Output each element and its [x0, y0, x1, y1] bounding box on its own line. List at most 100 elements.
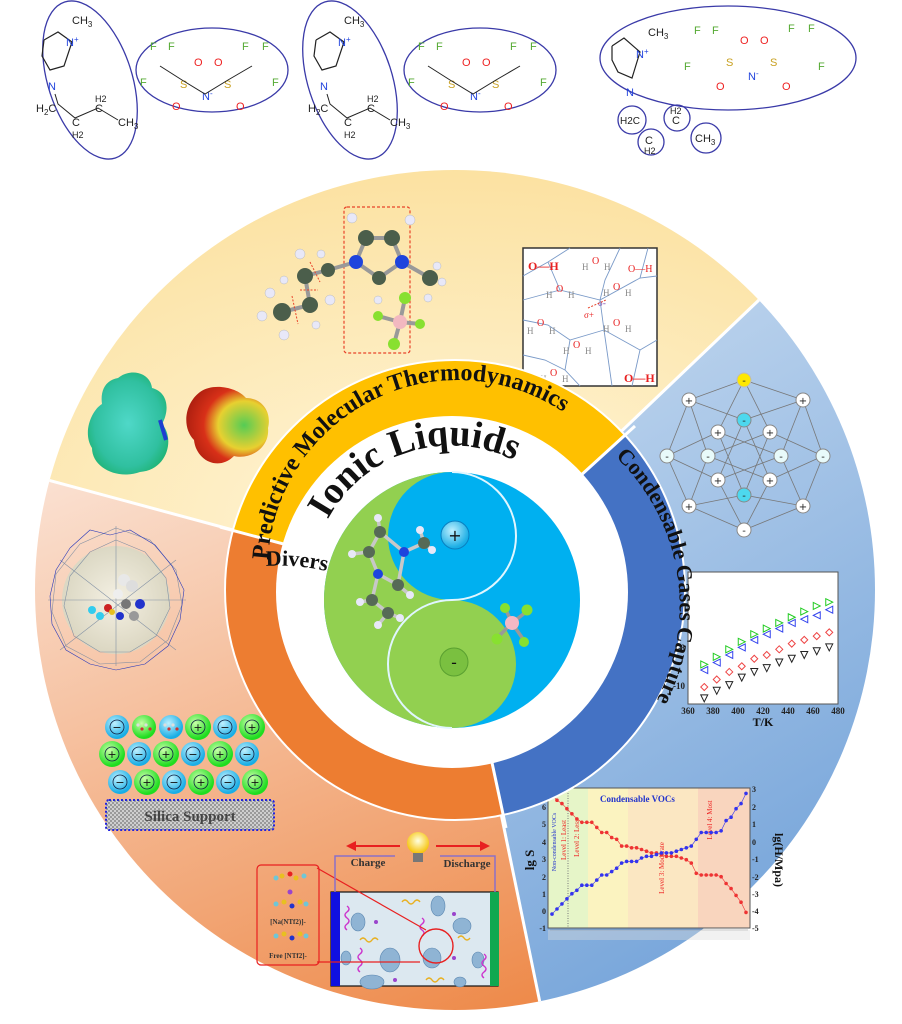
svg-text:H: H [625, 288, 632, 298]
svg-text:H: H [568, 290, 575, 300]
svg-text:CH3: CH3 [648, 27, 669, 41]
data-point [634, 859, 639, 864]
svg-text:C: C [344, 117, 352, 129]
svg-text:CH3: CH3 [118, 117, 139, 131]
data-point [737, 637, 747, 647]
data-point [684, 857, 689, 862]
data-point [737, 662, 746, 671]
ytick: -10 [673, 681, 685, 691]
data-point [704, 873, 709, 877]
data-point [644, 854, 649, 859]
svg-text:−: − [220, 721, 229, 734]
svg-text:F: F [150, 41, 157, 53]
svg-text:N: N [320, 81, 328, 93]
svg-text:S: S [448, 79, 455, 91]
cation-ball: + [134, 769, 160, 795]
data-point [812, 647, 822, 656]
svg-text:S: S [180, 79, 187, 91]
svg-text:−: − [115, 776, 124, 789]
network-node-anion: - [700, 448, 716, 464]
svg-text:C: C [672, 115, 680, 127]
top-sector-bg [35, 170, 875, 590]
cation-charge-badge: + [440, 520, 470, 550]
data-point [599, 873, 604, 877]
sigma-minus-label: σ- [598, 298, 606, 308]
svg-text:O: O [537, 318, 544, 329]
data-point [585, 883, 589, 887]
data-point [725, 645, 734, 654]
data-point [714, 830, 718, 835]
svg-text:H: H [603, 324, 610, 334]
supported-il-array: −+−++−+−+−−+−+−+ Silica Support [99, 714, 275, 831]
svg-text:O: O [214, 57, 223, 69]
svg-text:F: F [530, 41, 537, 53]
svg-text:+: + [714, 428, 722, 439]
data-point [724, 650, 734, 660]
cation-ball: + [153, 741, 179, 767]
svg-text:O: O [550, 368, 557, 379]
svg-text:H2C: H2C [308, 103, 328, 117]
svg-text:+: + [196, 776, 205, 789]
network-node-anion: - [736, 487, 752, 503]
anion-ball: − [108, 770, 132, 794]
svg-text:F: F [408, 77, 415, 89]
data-point [604, 830, 609, 835]
ytick: -8 [678, 643, 686, 653]
data-point [729, 886, 733, 891]
svg-text:1: 1 [752, 820, 756, 829]
svg-text:H2: H2 [644, 146, 656, 156]
data-point [599, 830, 604, 835]
data-point [580, 883, 584, 887]
svg-text:S: S [224, 79, 231, 91]
data-point [787, 612, 797, 622]
svg-text:F: F [436, 41, 443, 53]
data-point [629, 846, 634, 850]
data-point [674, 854, 679, 859]
svg-text:H2: H2 [670, 106, 682, 116]
svg-text:F: F [418, 41, 425, 53]
data-point [714, 873, 718, 877]
data-point [565, 806, 569, 811]
svg-text:C: C [645, 135, 653, 147]
svg-text:H2C: H2C [620, 116, 640, 127]
svg-text:O: O [740, 35, 749, 47]
svg-text:H: H [625, 324, 632, 334]
data-point [774, 658, 784, 668]
anion-ball: − [127, 742, 151, 766]
data-point [719, 829, 723, 833]
data-point [674, 849, 679, 853]
anion-ball: − [235, 742, 259, 766]
data-point [609, 869, 614, 874]
svg-text:O: O [236, 101, 245, 113]
svg-text:+: + [107, 748, 116, 761]
svg-text:-2: -2 [752, 873, 759, 882]
data-point [570, 812, 574, 816]
data-point [609, 835, 614, 840]
data-point [580, 820, 584, 825]
data-point [762, 629, 771, 639]
silica-support-block [105, 799, 275, 831]
framework-encapsulation [48, 526, 186, 671]
data-point [739, 900, 743, 904]
data-point [749, 667, 759, 677]
data-point [825, 597, 834, 607]
svg-text:+: + [193, 721, 202, 734]
anion-ball: − [181, 742, 205, 766]
x-axis-compound-labels [548, 930, 750, 940]
data-point [700, 660, 709, 669]
region-note: Non-condensable VOCs [552, 812, 558, 871]
data-point [644, 849, 649, 853]
svg-text:F: F [808, 23, 815, 35]
data-point [712, 658, 721, 667]
svg-text:−: − [223, 776, 232, 789]
data-point [824, 605, 834, 615]
charge-label: Charge [351, 857, 386, 869]
svg-text:O: O [504, 101, 513, 113]
data-point [712, 652, 722, 662]
data-point [787, 618, 796, 628]
svg-text:460: 460 [806, 706, 820, 716]
discharge-label: Discharge [443, 858, 490, 870]
svg-text:H: H [527, 326, 534, 336]
data-point [679, 856, 684, 860]
